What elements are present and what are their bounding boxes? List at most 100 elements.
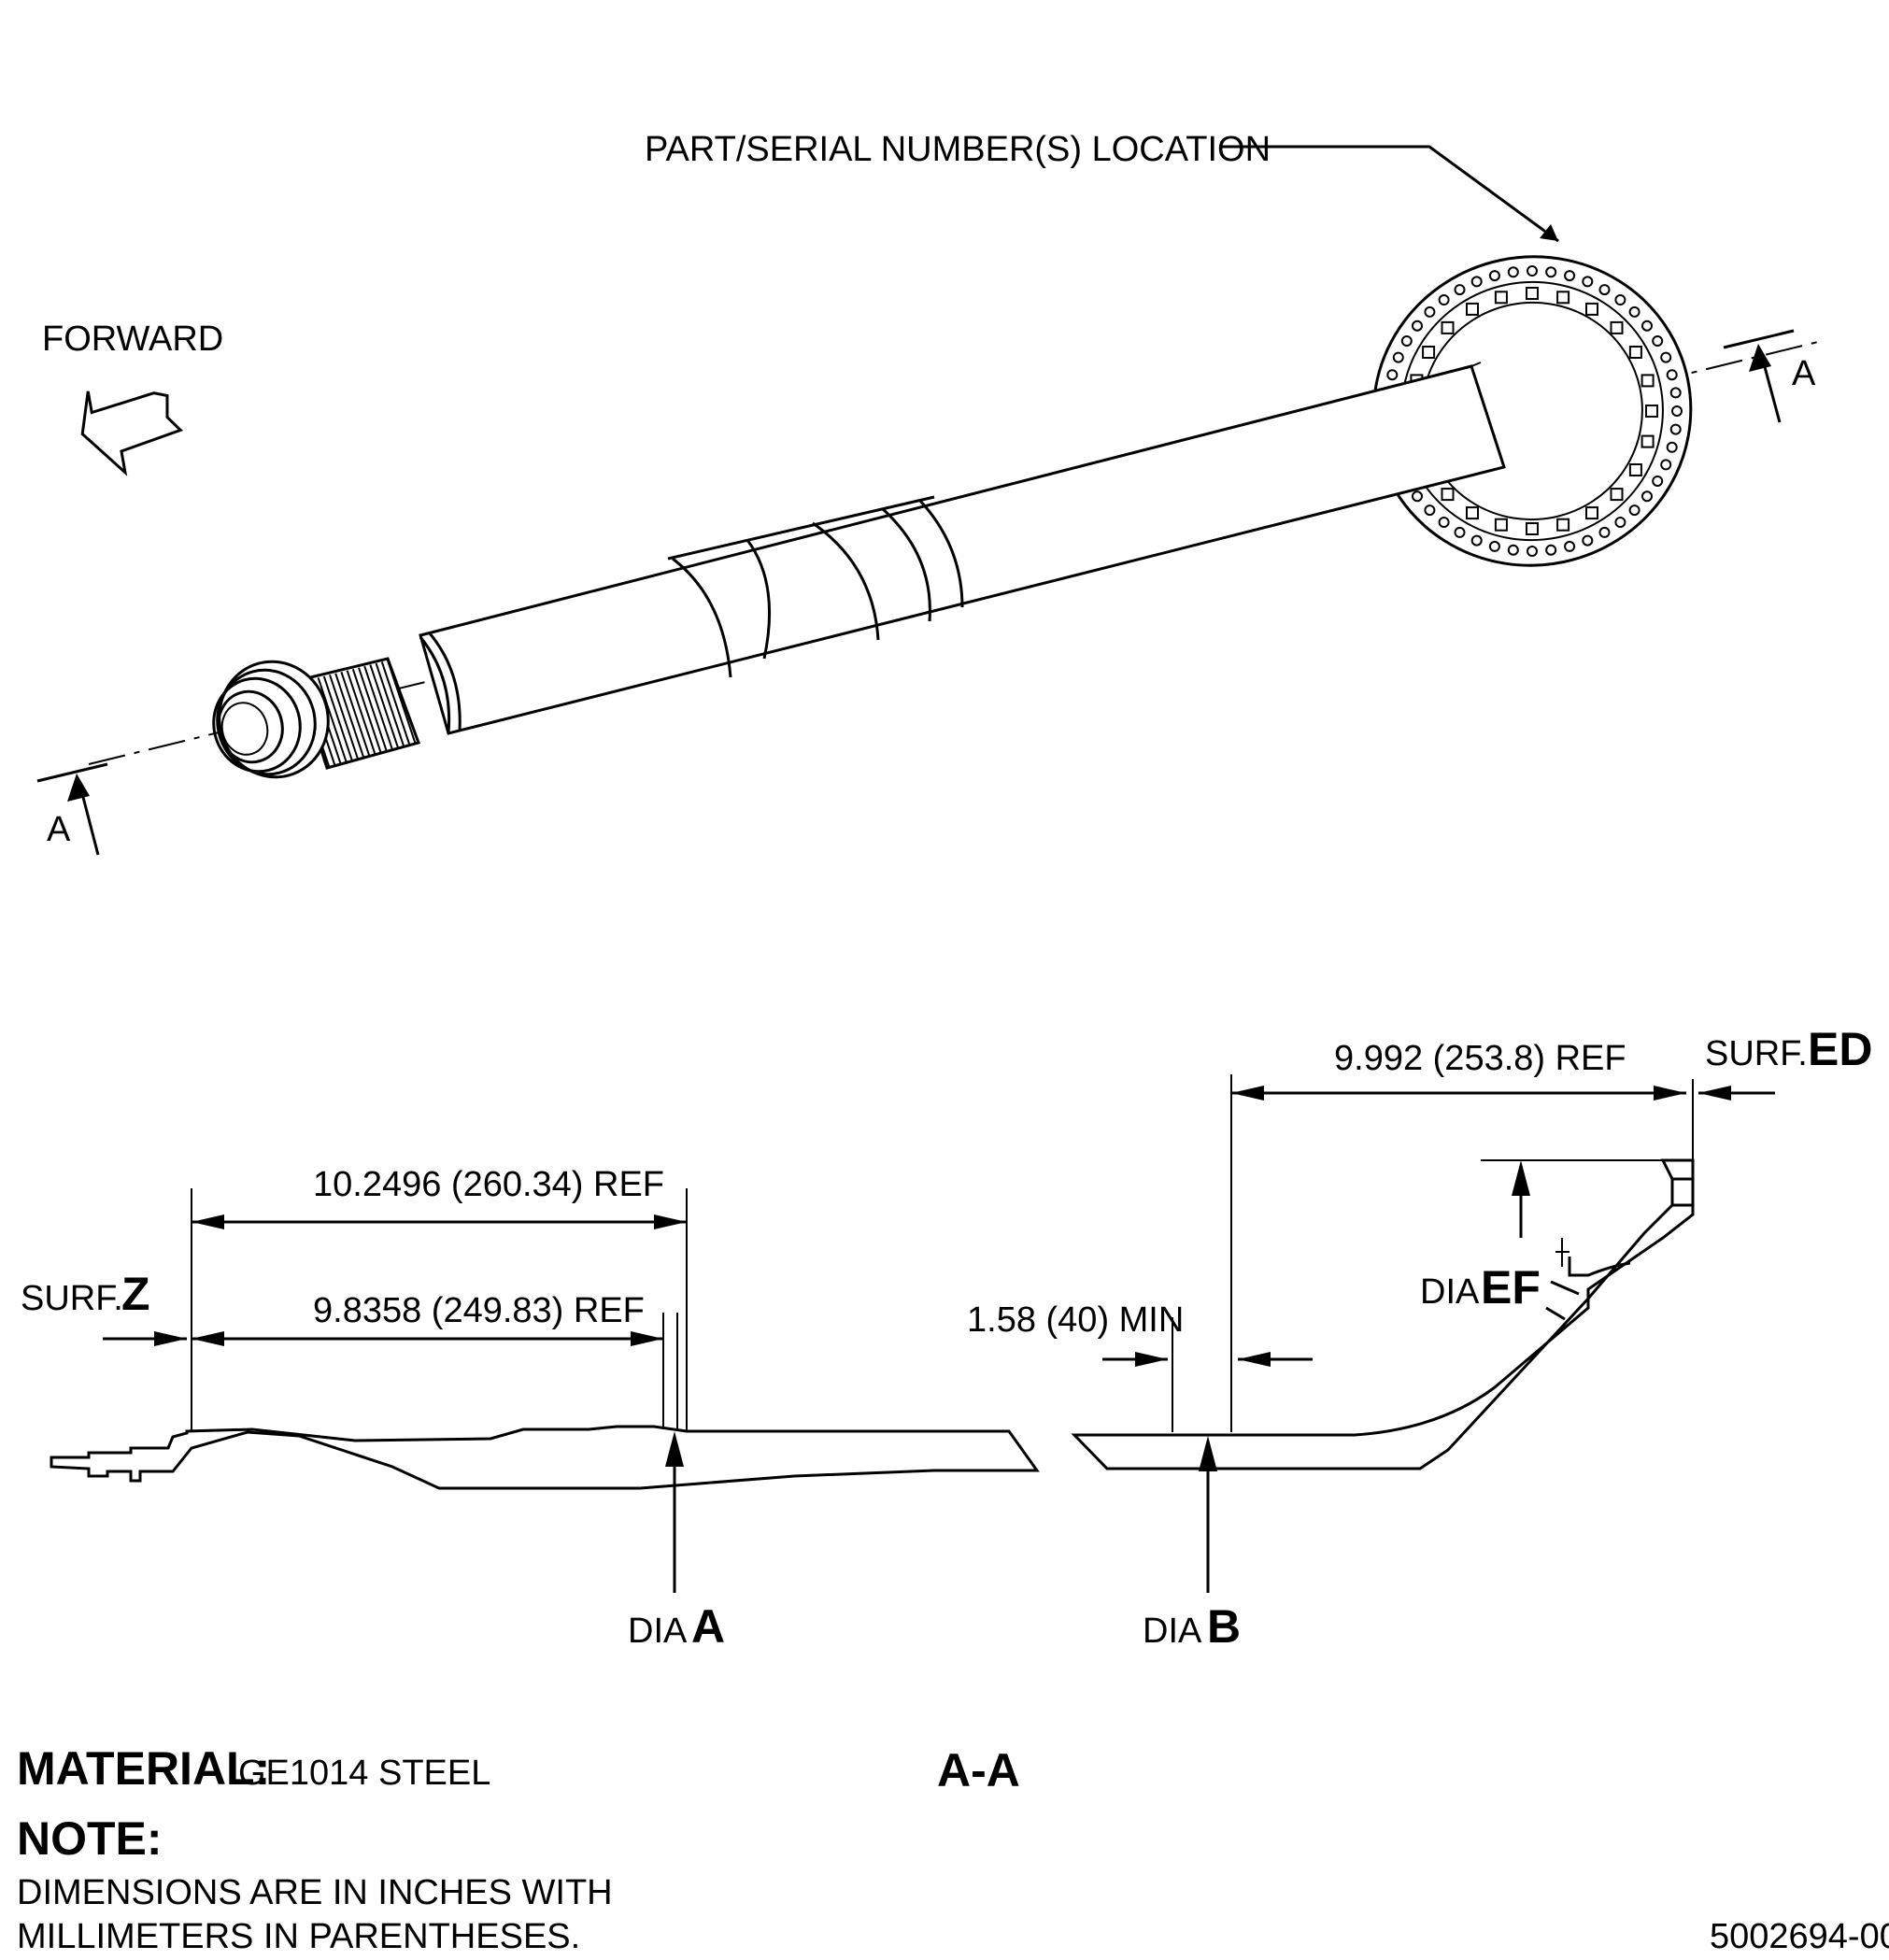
bolt-hole [1666,369,1678,381]
surf-ed-prefix: SURF. [1705,1034,1808,1073]
spline-tooth [380,661,411,746]
spline-tooth [363,665,394,751]
bolt-hole [1582,276,1594,288]
dia-a-letter: A [691,1600,725,1653]
note-line-1: DIMENSIONS ARE IN INCHES WITH [17,1873,613,1912]
nut [1628,346,1642,359]
surf-ed-letter: ED [1808,1023,1872,1075]
surf-z-arrow [103,1331,187,1346]
surf-z-prefix: SURF. [21,1279,123,1318]
spline-tooth [340,671,371,757]
bolt-hole [1438,517,1450,528]
bolt-hole [1527,546,1538,557]
bolt-hole [1614,517,1626,528]
nut [1556,291,1570,305]
dimension-line-9-8358 [192,1331,663,1346]
shaft-bands [667,495,964,678]
spline-tooth [334,673,365,759]
dimension-label-9-992: 9.992 (253.8) REF [1334,1039,1626,1078]
dimension-line-1-58 [1102,1352,1313,1367]
surf-z-letter: Z [121,1268,150,1320]
bolt-hole [1628,305,1640,318]
note-label: NOTE: [17,1812,163,1865]
bolt-hole [1424,305,1436,318]
section-profile-right [1071,1158,1695,1470]
bolt-hole [1545,266,1557,278]
spline-tooth [375,662,405,748]
nut [1526,287,1539,300]
left-profile-outline [50,1425,1040,1490]
bolt-hole [1660,351,1672,363]
nut [1494,291,1508,305]
spline-tooth [387,660,417,746]
spline-tooth [322,675,353,761]
bolt-hole [1641,490,1653,503]
bolt-hole [1454,284,1466,296]
material-label: MATERIAL: [17,1742,270,1795]
right-profile-outline [1071,1158,1695,1470]
shaft-body-outline [419,364,1506,735]
section-mark-left-letter: A [47,810,71,849]
spline-tooth [317,677,348,762]
spline-tooth [351,668,382,754]
figure-number: 5002694-00 [1710,1917,1889,1956]
section-title: A-A [937,1744,1020,1797]
bolt-hole [1652,335,1664,347]
spline-section [297,657,420,770]
bolt-hole [1641,320,1653,332]
note-line-2: MILLIMETERS IN PARENTHESES. [17,1917,580,1956]
nut [1585,506,1598,520]
forward-arrow-icon [80,391,184,476]
nut [1645,405,1658,418]
nut [1585,302,1598,316]
section-profile-left [50,1425,1040,1490]
dimension-line-9-992 [1231,1086,1686,1101]
nut [1610,320,1624,334]
nut [1466,506,1479,520]
dia-b-arrow [1199,1436,1217,1593]
bolt-hole [1614,294,1626,305]
bolt-hole [1400,335,1413,347]
nut [1556,518,1570,532]
forward-label: FORWARD [42,320,223,359]
section-mark-right-letter: A [1792,354,1816,393]
bolt-hole [1470,276,1483,288]
dia-b-letter: B [1207,1600,1241,1653]
bolt-hole [1488,270,1500,282]
bolt-hole [1392,351,1404,363]
nut [1628,463,1642,476]
bolt-hole [1488,540,1500,552]
bolt-hole [1424,504,1436,517]
bolt-hole [1669,423,1682,435]
bolt-hole [1507,266,1519,278]
nut [1526,522,1539,535]
section-cut-mark-left [36,762,108,856]
bolt-hole [1564,540,1576,552]
surf-ed-arrow [1698,1086,1775,1101]
bolt-hole [1598,284,1611,296]
spline-tooth [369,664,400,749]
part-serial-leader [1219,145,1559,243]
bolt-hole [1438,294,1450,305]
bolt-hole [1412,320,1423,332]
dimension-label-9-8358: 9.8358 (249.83) REF [313,1291,645,1330]
dia-b-prefix: DIA [1143,1612,1202,1651]
bolt-hole [1545,544,1557,556]
nut [1441,488,1455,502]
spline-tooth [329,674,359,760]
bolt-hole [1527,265,1538,277]
spline-tooth [346,670,376,756]
dimension-label-1-58: 1.58 (40) MIN [967,1300,1184,1340]
bolt-hole [1598,526,1611,538]
bolt-hole [1454,526,1466,538]
bolt-hole [1666,441,1678,453]
nut [1466,302,1479,316]
dimension-line-10-2496 [192,1214,687,1229]
bolt-hole [1412,490,1423,503]
spline-tooth [358,667,388,753]
forward-end-rings [212,660,330,779]
bolt-hole [1652,476,1664,487]
dimension-label-10-2496: 10.2496 (260.34) REF [313,1165,664,1204]
bolt-hole [1470,534,1483,547]
